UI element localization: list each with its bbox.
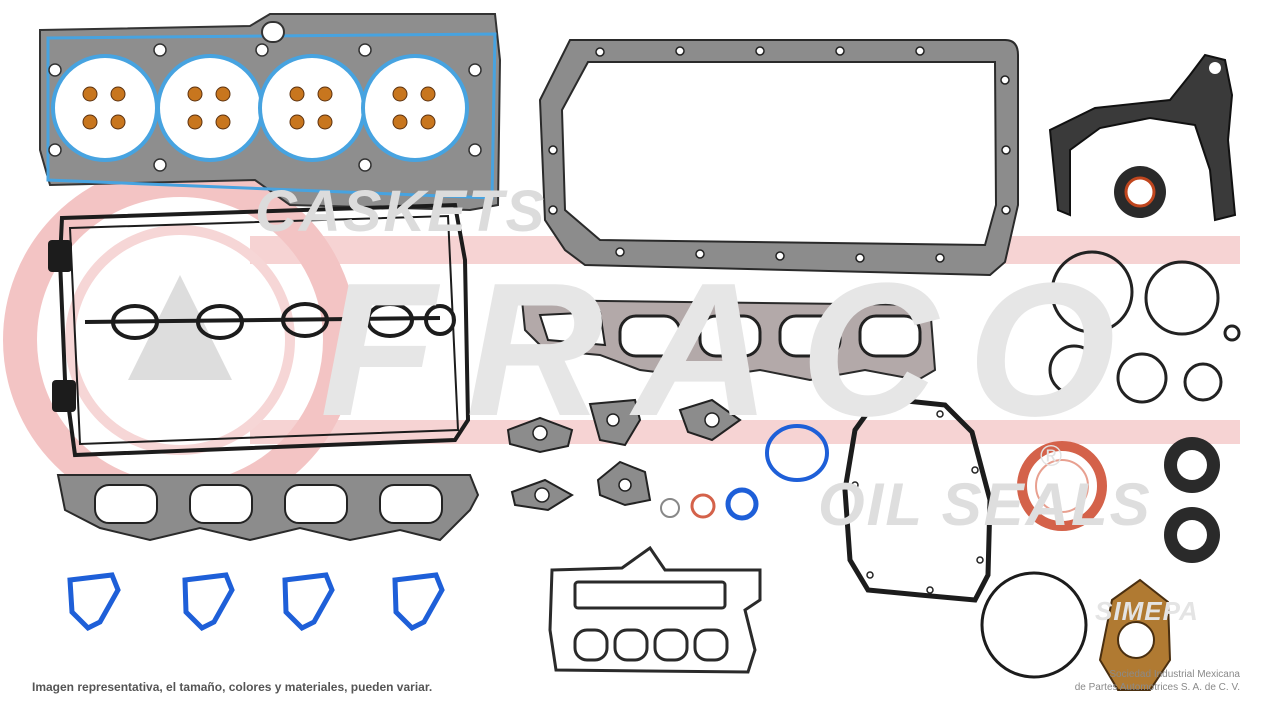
crankshaft-seal <box>1114 166 1166 218</box>
crank-seals-right <box>1164 437 1220 563</box>
large-o-ring <box>980 571 1088 679</box>
o-rings <box>1048 250 1241 404</box>
simepa-logo: SIMEPA <box>1095 596 1199 626</box>
company-name: Sociedad Industrial Mexicana de Partes A… <box>1020 668 1240 694</box>
disclaimer-caption: Imagen representativa, el tamaño, colore… <box>32 680 433 694</box>
oil-pan-gasket <box>538 39 1019 277</box>
exhaust-flange-gasket <box>1098 578 1172 691</box>
valve-cover-gasket <box>48 202 471 458</box>
intake-manifold-gasket <box>56 474 480 542</box>
head-gasket <box>39 13 502 212</box>
small-seals <box>660 424 829 521</box>
company-line-1: Sociedad Industrial Mexicana <box>1109 669 1240 680</box>
watermark-caskets: CASKETS <box>255 179 547 244</box>
throttle-body-gasket <box>548 545 762 674</box>
exhaust-manifold-gasket <box>520 298 937 382</box>
company-line-2: de Partes Automotrices S. A. de C. V. <box>1074 682 1240 693</box>
registered-mark: ® <box>1040 440 1063 473</box>
timing-cover-gasket <box>1048 53 1237 222</box>
watermark-oil-seals: OIL SEALS <box>818 471 1152 538</box>
water-pump-gasket <box>842 395 993 603</box>
watermark-brand: FRACO <box>320 244 1146 456</box>
intake-runner-seals <box>67 572 445 632</box>
rear-main-seal <box>1017 441 1107 531</box>
